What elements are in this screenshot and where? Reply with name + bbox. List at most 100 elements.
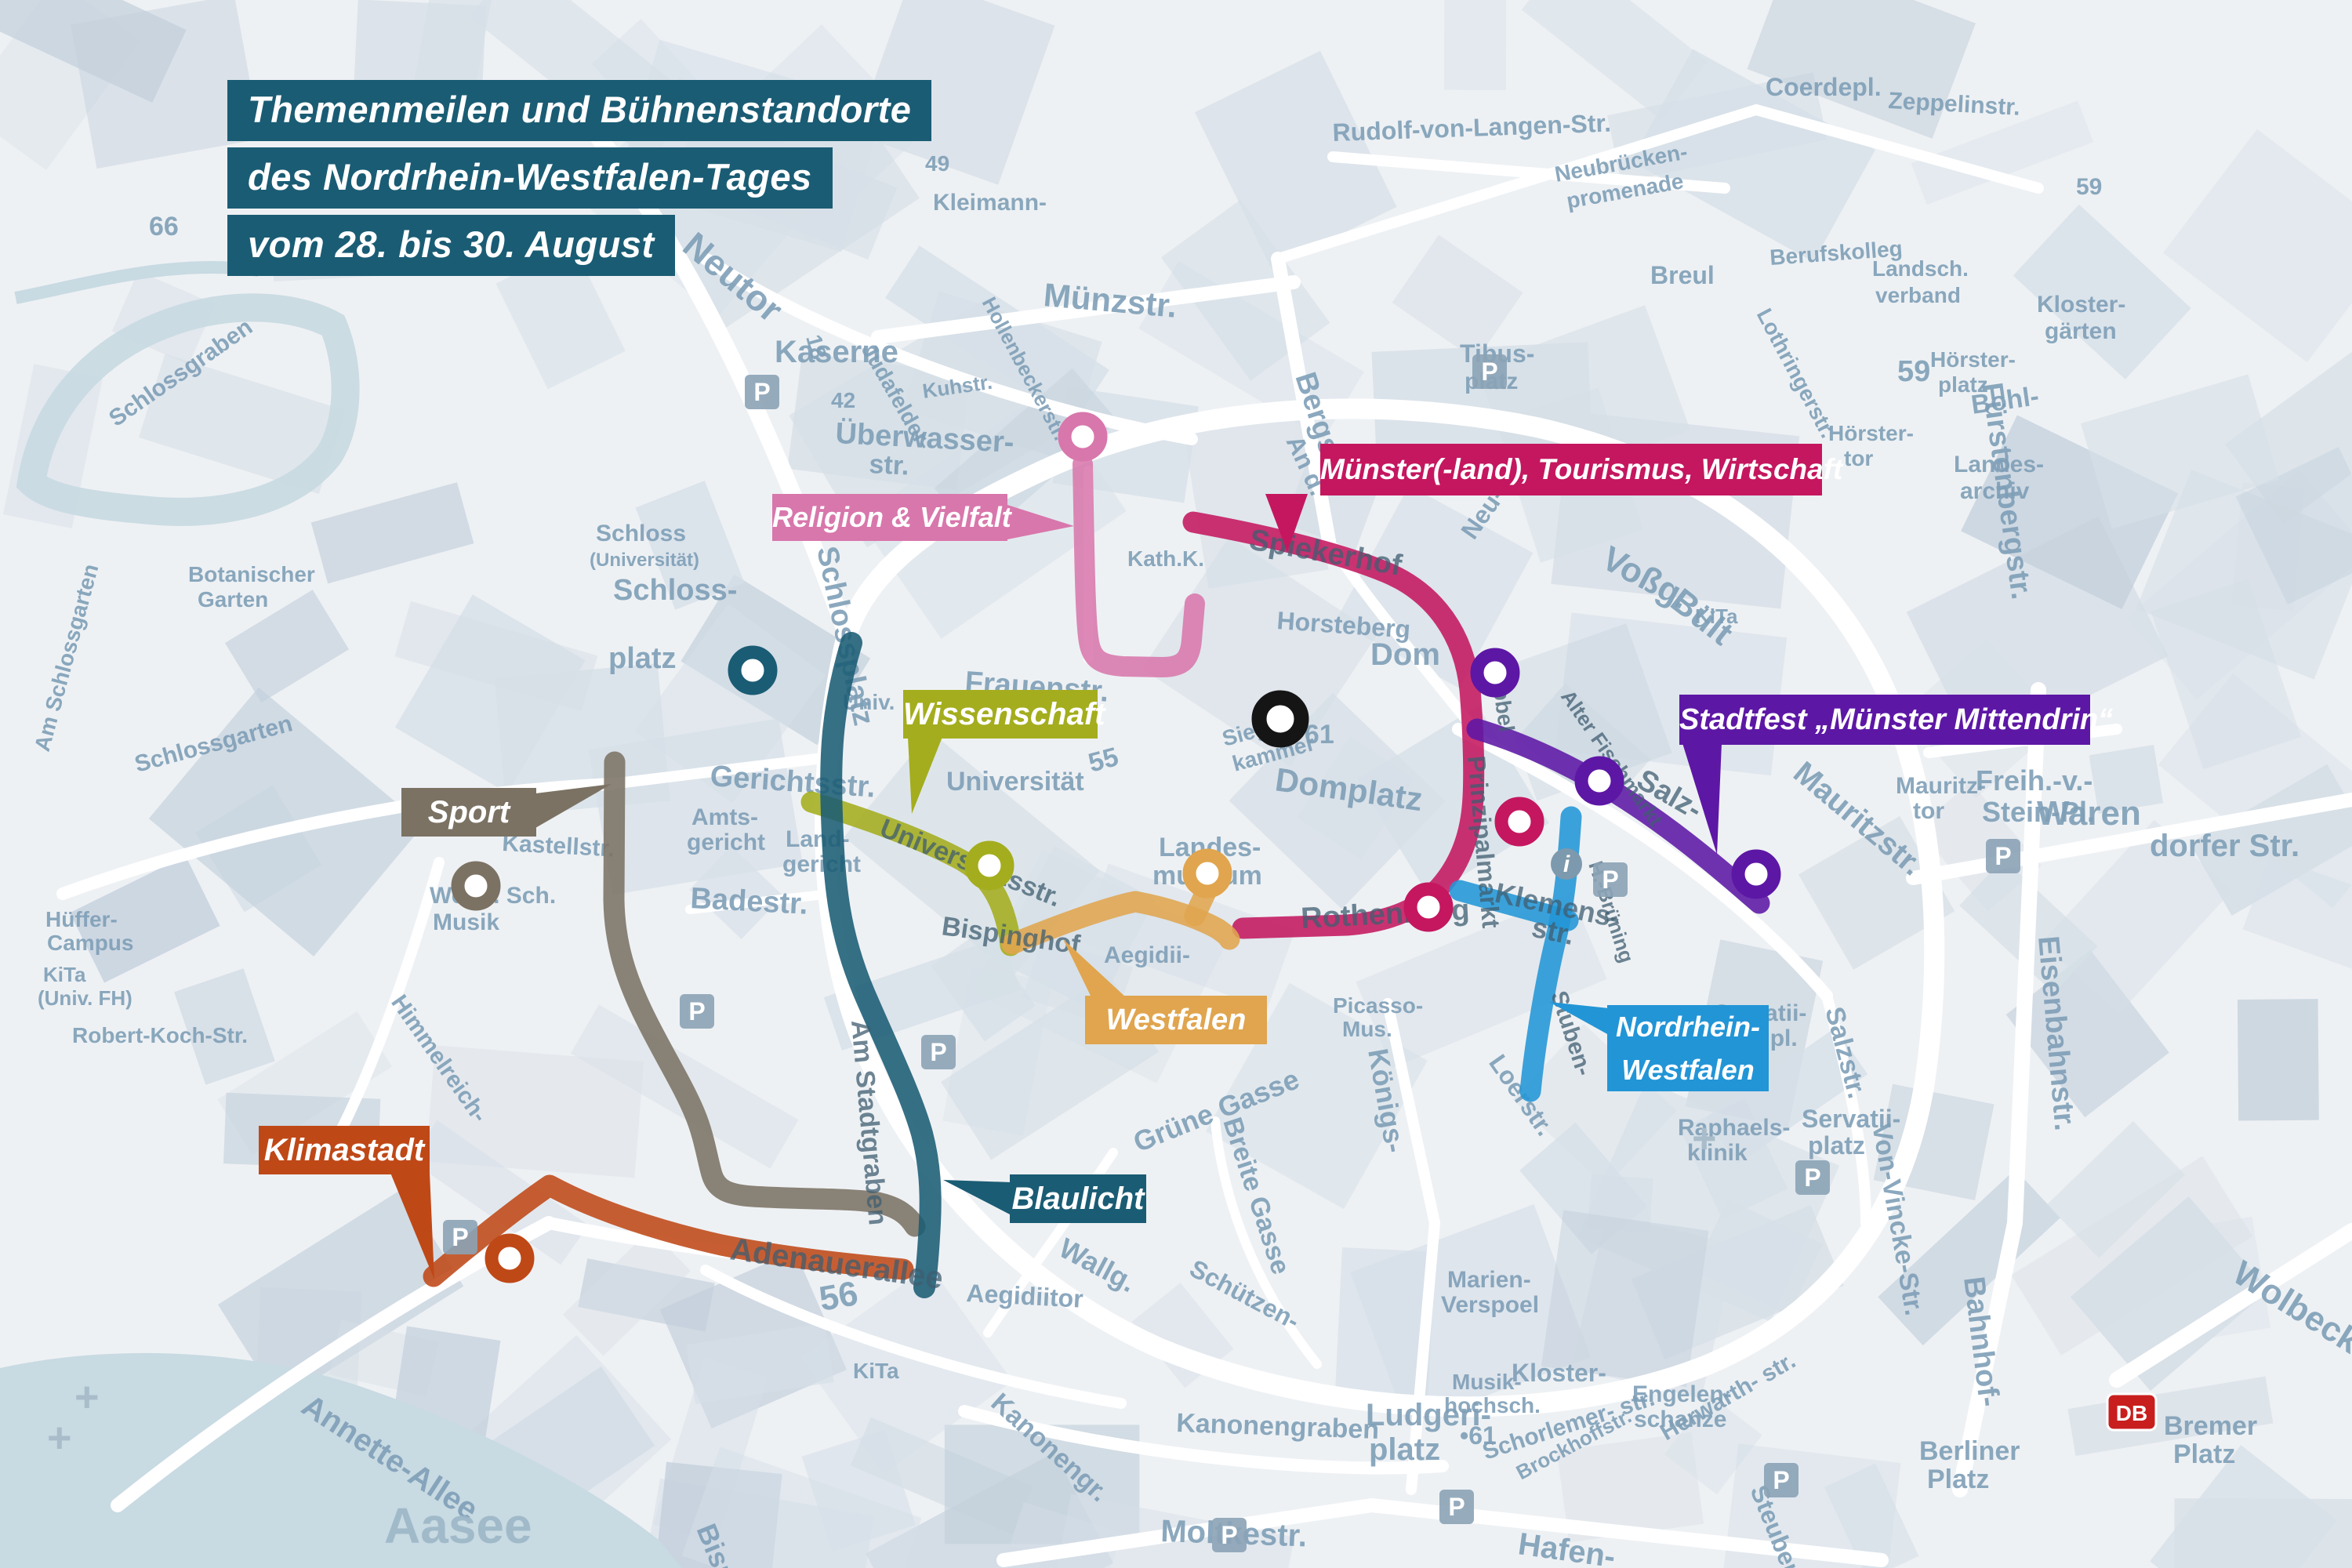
parking-icon: P bbox=[921, 1035, 956, 1069]
street-label: 66 bbox=[149, 212, 179, 241]
map-title-line-2: des Nordrhein-Westfalen-Tages bbox=[227, 147, 833, 209]
route-nordrhein-westfalen-spur bbox=[1449, 880, 1579, 931]
svg-text:P: P bbox=[1773, 1466, 1789, 1494]
street-label: Breul bbox=[1650, 261, 1715, 289]
street-label: kirchpl. bbox=[1714, 1025, 1798, 1051]
street-label: Platz bbox=[2173, 1439, 2235, 1469]
route-label-pointer-klimastadt bbox=[390, 1173, 434, 1279]
info-icon: i bbox=[1551, 848, 1582, 880]
route-label-pointer-westfalen bbox=[1063, 939, 1126, 997]
svg-text:P: P bbox=[452, 1223, 468, 1251]
street-label: Landes- bbox=[1954, 452, 2044, 477]
street-label: Aasee bbox=[384, 1497, 532, 1554]
svg-text:P: P bbox=[1448, 1493, 1465, 1521]
stage-marker-blaulicht bbox=[728, 645, 778, 695]
street-label: 55 bbox=[1085, 742, 1121, 778]
street-label: Lothringerstr. bbox=[1752, 304, 1841, 441]
hospital-cross-icon: + bbox=[74, 1374, 100, 1421]
street-label: Schloss bbox=[596, 521, 686, 546]
svg-text:P: P bbox=[1602, 866, 1618, 894]
street-label: Aegidiitor bbox=[966, 1279, 1084, 1313]
street-label: Mus. bbox=[1342, 1017, 1392, 1041]
stage-marker-sport bbox=[451, 861, 501, 911]
svg-text:P: P bbox=[1221, 1521, 1237, 1549]
stage-marker-stadtfest-muenster-mittendrin bbox=[1574, 756, 1624, 806]
route-label-pointer-religion-vielfalt bbox=[1007, 505, 1074, 539]
street-label: KiTa bbox=[853, 1359, 899, 1383]
street-label: KiTa bbox=[43, 963, 86, 986]
street-label: (Universität) bbox=[590, 550, 699, 571]
street-label: dorfer Str. bbox=[2150, 829, 2299, 863]
street-label: Bremer bbox=[2164, 1411, 2257, 1441]
street-label: Kastellstr. bbox=[502, 830, 615, 862]
parking-icon: P bbox=[745, 375, 779, 409]
route-klimastadt bbox=[423, 1174, 914, 1287]
stage-marker-zentrum-domplatz bbox=[1251, 690, 1309, 748]
street-label: schanze bbox=[1634, 1406, 1726, 1432]
street-label: Rudolf-von-Langen-Str. bbox=[1332, 109, 1612, 147]
svg-text:P: P bbox=[688, 997, 705, 1025]
street-label: gärten bbox=[2045, 318, 2117, 344]
street-label: Univ. bbox=[843, 690, 895, 714]
stage-marker-muensterland-tourismus-wirtschaft bbox=[1403, 882, 1454, 932]
route-religion-vielfalt bbox=[1073, 454, 1205, 677]
street-label: Freih.-v.- bbox=[1976, 764, 2092, 797]
parking-icon: P bbox=[1472, 354, 1507, 389]
street-label: Campus bbox=[47, 931, 133, 955]
street-label: Landsch. bbox=[1872, 256, 1969, 281]
street-label: Raphaels- bbox=[1678, 1115, 1790, 1141]
street-label: Coerdepl. bbox=[1766, 73, 1882, 101]
street-label: platz bbox=[608, 642, 677, 675]
street-label: gericht bbox=[687, 829, 765, 855]
parking-icon: P bbox=[1439, 1490, 1474, 1524]
street-label: (Univ. FH) bbox=[38, 986, 132, 1010]
svg-text:P: P bbox=[1481, 358, 1497, 386]
street-label: Dom bbox=[1370, 637, 1440, 672]
street-label: Picasso- bbox=[1333, 993, 1423, 1018]
stage-marker-religion-vielfalt bbox=[1058, 412, 1108, 462]
street-label: KiTa bbox=[1695, 604, 1738, 628]
route-label-pointer-sport bbox=[535, 784, 612, 828]
street-label: 42 bbox=[831, 388, 855, 412]
street-label: Schloss- bbox=[613, 574, 737, 607]
street-label: Badestr. bbox=[690, 882, 809, 921]
street-label: Stein-Pl. bbox=[1982, 796, 2095, 828]
street-label: •61 bbox=[1460, 1421, 1497, 1450]
street-label: Kloster- bbox=[1512, 1359, 1606, 1387]
map-title-line-3: vom 28. bis 30. August bbox=[227, 215, 675, 276]
street-label: tor bbox=[1844, 446, 1873, 470]
route-label-pointer-stadtfest-muenster-mittendrin bbox=[1682, 743, 1722, 855]
route-blaulicht bbox=[820, 632, 942, 1298]
route-label-pointer-nordrhein-westfalen bbox=[1549, 1002, 1609, 1035]
route-label-pointer-blaulicht bbox=[943, 1180, 1011, 1215]
map-title: Themenmeilen und Bühnenstandorte des Nor… bbox=[227, 80, 932, 282]
street-label: Kath.K. bbox=[1127, 546, 1204, 571]
svg-text:P: P bbox=[753, 378, 770, 406]
street-label: Servatii- bbox=[1714, 1000, 1806, 1026]
street-label: Musik- bbox=[1452, 1370, 1522, 1394]
stage-marker-stadtfest-muenster-mittendrin bbox=[1731, 849, 1781, 899]
street-label: Berliner bbox=[1919, 1436, 2020, 1466]
street-label: Aegidii- bbox=[1104, 942, 1190, 968]
street-label: platz bbox=[1369, 1432, 1440, 1467]
street-label: Am Schlossgarten bbox=[30, 561, 103, 754]
parking-icon: P bbox=[1212, 1518, 1247, 1552]
svg-text:P: P bbox=[1804, 1163, 1820, 1192]
parking-icon: P bbox=[443, 1220, 477, 1254]
street-label: 59 bbox=[2076, 174, 2102, 200]
street-label: gericht bbox=[782, 851, 861, 877]
svg-text:i: i bbox=[1563, 851, 1570, 877]
street-label: archiv bbox=[1960, 478, 2030, 504]
street-label: Musik bbox=[433, 909, 499, 935]
street-label: Hüffer- bbox=[45, 907, 118, 931]
street-label: 49 bbox=[925, 151, 949, 176]
street-label: Frauenstr. bbox=[964, 666, 1109, 709]
street-label: Mauritz- bbox=[1896, 773, 1986, 799]
street-label: Engelen- bbox=[1632, 1381, 1732, 1407]
street-label: Platz bbox=[1927, 1465, 1989, 1494]
route-label-pointers bbox=[390, 494, 1722, 1279]
parking-icon: P bbox=[1986, 839, 2020, 873]
